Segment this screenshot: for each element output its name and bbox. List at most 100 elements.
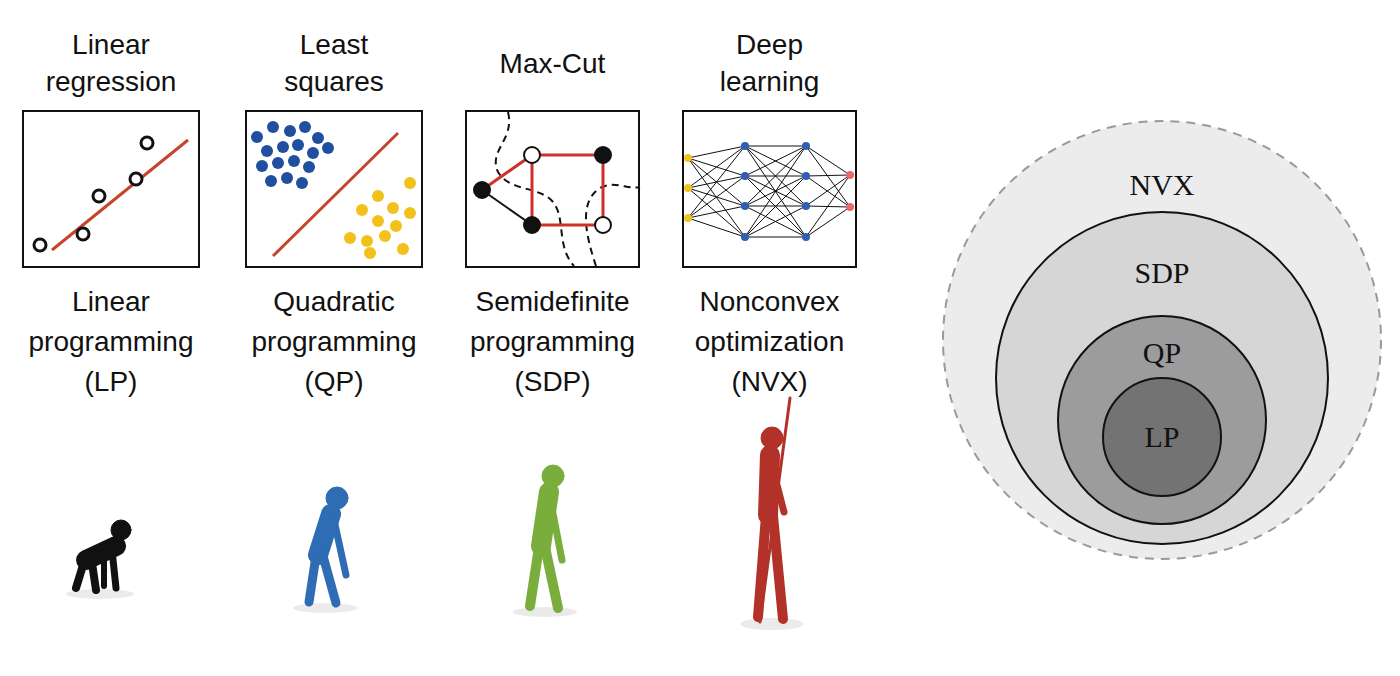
network-link [688, 146, 745, 218]
problem-class: Quadratic programming (QP) [242, 282, 426, 402]
class-a-point [296, 177, 308, 189]
network-link [745, 206, 806, 237]
class-a-point [307, 147, 319, 159]
data-point [130, 173, 142, 185]
network-link [688, 158, 745, 237]
network-link [745, 146, 806, 176]
separator-line [273, 133, 398, 256]
neuron [684, 154, 692, 162]
regression-plot [34, 137, 188, 251]
problem-title: Deep learning [685, 26, 855, 100]
set-circle: LP [1102, 377, 1222, 497]
network-link [688, 218, 745, 237]
neuron [684, 184, 692, 192]
problem-class: Linear programming (LP) [19, 282, 203, 402]
network-link [745, 146, 806, 206]
chimp-figure [76, 520, 131, 590]
network-link [806, 146, 850, 207]
cut-curve [586, 185, 640, 266]
problem-class: Semidefinite programming (SDP) [461, 282, 645, 402]
class-a-point [272, 157, 284, 169]
network-link [745, 237, 806, 238]
problem-class: Nonconvex optimization (NVX) [678, 282, 862, 402]
problem-title: Linear regression [26, 26, 196, 100]
network-link [688, 188, 745, 237]
cut-graph [474, 112, 640, 266]
class-b-point [372, 215, 384, 227]
class-b-point [356, 204, 368, 216]
set-label: SDP [995, 255, 1329, 291]
neuron [802, 202, 810, 210]
data-point [141, 137, 153, 149]
fit-line [52, 140, 188, 250]
illustration-panel: Linear regressionLinear programming (LP) [22, 110, 200, 268]
class-a-point [261, 145, 273, 157]
circle-shape [943, 121, 1381, 559]
class-b-point [404, 207, 416, 219]
network-link [745, 146, 806, 237]
network-link [745, 176, 806, 237]
neuron [802, 233, 810, 241]
shadow [293, 603, 357, 613]
ape-figure [309, 487, 348, 603]
graph-vertex [595, 217, 611, 233]
class-b-point [364, 247, 376, 259]
neuron [802, 172, 810, 180]
evolution-figures [66, 398, 804, 630]
graph-vertex [474, 182, 490, 198]
neuron [684, 214, 692, 222]
shadow [740, 618, 804, 630]
cut-edge [532, 224, 603, 227]
class-b-point [344, 232, 356, 244]
class-a-point [303, 161, 315, 173]
cut-edge [531, 155, 534, 225]
neuron [846, 171, 854, 179]
network-link [806, 207, 850, 237]
class-b-point [372, 190, 384, 202]
cut-curve [496, 112, 574, 266]
network-link [688, 176, 745, 218]
set-circle: QP LP [1057, 315, 1267, 525]
network-link [806, 176, 850, 207]
set-label: QP [1057, 335, 1267, 371]
set-label: LP [1102, 419, 1222, 455]
graph-edge [482, 190, 532, 225]
class-b-point [404, 177, 416, 189]
network-link [806, 146, 850, 175]
neuron [741, 172, 749, 180]
circle-shape [996, 212, 1328, 544]
class-a-point [284, 125, 296, 137]
hominid-figure [530, 465, 564, 608]
class-a-point [288, 155, 300, 167]
class-a-point [256, 160, 268, 172]
network-link [745, 146, 806, 237]
circle-shape [1103, 378, 1221, 496]
neuron [846, 203, 854, 211]
shadow [513, 607, 577, 617]
data-point [77, 228, 89, 240]
class-a-point [251, 131, 263, 143]
class-b-point [387, 202, 399, 214]
scatter-plot [251, 121, 416, 259]
problem-title: Least squares [249, 26, 419, 100]
network-link [745, 146, 806, 206]
network-link [745, 206, 806, 237]
neuron [802, 142, 810, 150]
network-link [806, 175, 850, 176]
neuron [741, 202, 749, 210]
class-a-point [322, 142, 334, 154]
class-b-point [379, 230, 391, 242]
class-a-point [277, 141, 289, 153]
data-point [34, 239, 46, 251]
network-link [688, 206, 745, 218]
human-figure [758, 398, 790, 622]
class-b-point [390, 220, 402, 232]
class-a-point [299, 121, 311, 133]
illustration-panel: Least squaresQuadratic programming (QP) [245, 110, 423, 268]
cut-edge [482, 155, 532, 190]
class-a-point [265, 175, 277, 187]
illustration-panel: Max-CutSemidefinite programming (SDP) [465, 110, 640, 268]
network-link [745, 146, 806, 176]
class-a-point [281, 172, 293, 184]
graph-vertex [595, 147, 611, 163]
